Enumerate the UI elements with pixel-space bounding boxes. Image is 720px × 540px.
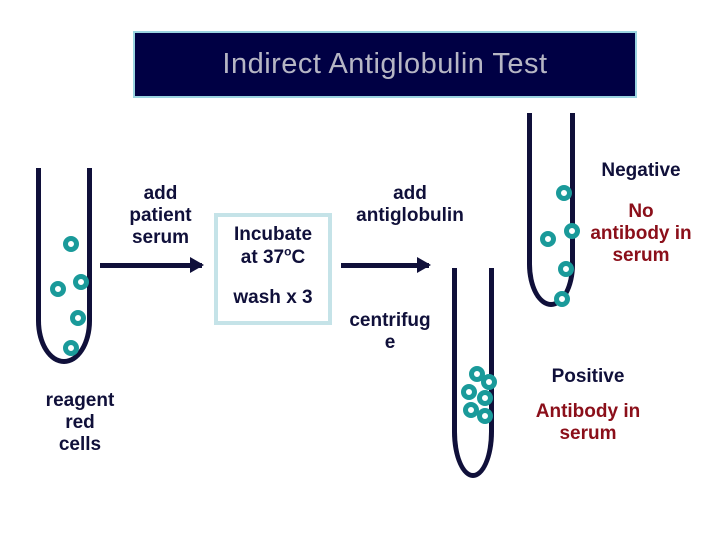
arrow-right-icon-1 <box>100 257 204 273</box>
page-title: Indirect Antiglobulin Test <box>222 48 548 80</box>
incubate-temp-suffix: C <box>291 246 306 268</box>
test-tube-reagent <box>36 168 92 364</box>
slide-title-bar: Indirect Antiglobulin Test <box>133 31 637 98</box>
positive-result-description: Antibody in serum <box>535 401 641 445</box>
red-blood-cell-icon <box>540 231 556 247</box>
negative-result-description: No antibody in serum <box>590 201 692 267</box>
degree-symbol: o <box>284 244 292 259</box>
red-blood-cell-icon <box>558 261 574 277</box>
red-blood-cell-icon <box>481 374 497 390</box>
reagent-red-cells-label: reagent red cells <box>45 390 115 456</box>
red-blood-cell-icon <box>70 310 86 326</box>
incubate-instruction-box: Incubate at 37oC wash x 3 <box>214 213 332 325</box>
test-tube-negative <box>527 113 580 307</box>
red-blood-cell-icon <box>461 384 477 400</box>
red-blood-cell-icon <box>554 291 570 307</box>
negative-result-heading: Negative <box>601 160 681 181</box>
red-blood-cell-icon <box>73 274 89 290</box>
red-blood-cell-icon <box>50 281 66 297</box>
add-antiglobulin-label: add antiglobulin <box>356 183 464 227</box>
test-tube-positive <box>452 268 497 478</box>
red-blood-cell-icon <box>463 402 479 418</box>
red-blood-cell-icon <box>477 390 493 406</box>
incubate-temp-prefix: at 37 <box>240 246 285 268</box>
centrifuge-label: centrifug e <box>349 310 431 354</box>
red-blood-cell-icon <box>477 408 493 424</box>
red-blood-cell-icon <box>564 223 580 239</box>
add-patient-serum-label: add patient serum <box>129 183 192 249</box>
arrow-right-icon-2 <box>341 257 431 273</box>
positive-result-heading: Positive <box>551 366 625 387</box>
red-blood-cell-icon <box>556 185 572 201</box>
red-blood-cell-icon <box>63 340 79 356</box>
red-blood-cell-icon <box>63 236 79 252</box>
incubate-line-2: at 37oC <box>240 244 306 270</box>
incubate-line-1: Incubate <box>233 224 313 245</box>
incubate-line-3: wash x 3 <box>233 286 313 308</box>
